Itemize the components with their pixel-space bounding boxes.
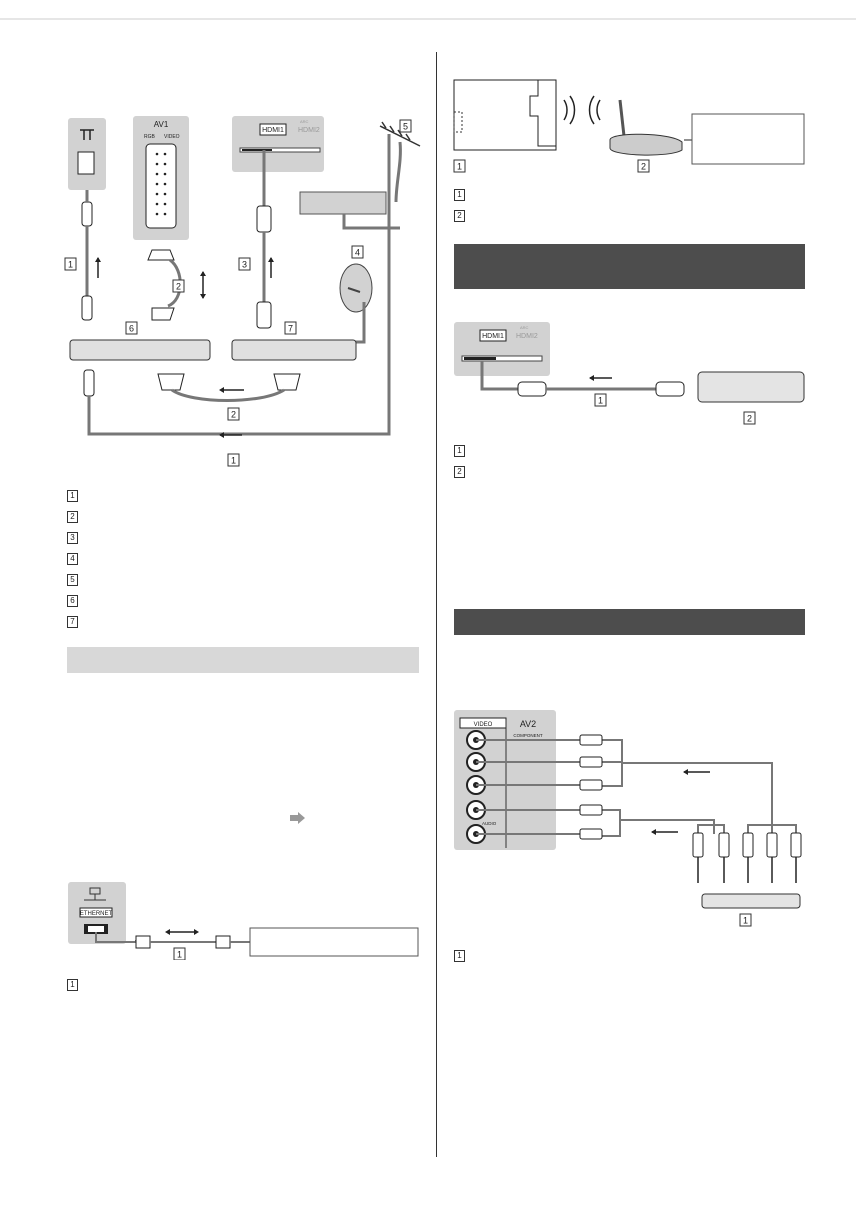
scart-socket [145,143,177,229]
rca-leads [476,739,797,837]
top-rule [0,18,856,20]
satellite-dish-icon [339,263,373,313]
callout-6: 6 [129,324,134,334]
callout-4: 4 [355,248,360,258]
av2-audio-label: AUDIO [482,821,497,826]
wireless-waves-right-icon [588,95,601,125]
av2-legend-1: 1 [454,945,465,962]
callout-7: 7 [288,324,293,334]
hdmi-right-hdmi2: HDMI2 [516,333,538,340]
av2-video-label: VIDEO [474,722,493,728]
left-legend-2: 2 [67,506,78,523]
internet-box [691,113,805,165]
hdmi-panel-right [454,322,550,376]
main-connection-diagram: AV1 RGB VIDEO HDMI1 HDMI2 ARC [64,116,421,467]
av1-title: AV1 [154,120,169,129]
scart-pins [155,152,167,216]
av2-diagram: VIDEO AV2 COMPONENT AUDIO 1 [454,710,802,927]
hdmi-plug-bottom [256,301,272,329]
callout-2b: 2 [231,410,236,420]
hdmi-callout-1: 1 [598,396,603,406]
wireless-legend-1: 1 [454,184,465,201]
ethernet-callout-1: 1 [177,950,182,960]
callout-5: 5 [403,122,408,132]
hdmi-right-arc: ARC [520,325,529,330]
ethernet-device-box [249,927,419,957]
hdmi-callout-2: 2 [747,414,752,424]
wireless-diagram: 2 1 [453,79,805,173]
hdmi-legend-1: 1 [454,440,465,457]
rca-plugs-bottom [692,832,802,858]
av2-callout-1: 1 [743,916,748,926]
hdmi-device [697,371,805,403]
device-placeholder-box [299,191,387,215]
callout-1: 1 [68,260,73,270]
left-legend-1: 1 [67,485,78,502]
settop-box-device [231,339,357,361]
wireless-callout-1: 1 [457,162,462,172]
av2-device [701,893,801,909]
aerial-socket [77,151,95,175]
tv-rear-outline [453,79,557,151]
recorder-aerial-plug [83,369,95,397]
section-bar-hdmi [454,244,805,289]
callout-2: 2 [176,282,181,292]
section-bar-av2 [454,609,805,635]
scart-plug-right [273,373,301,391]
scart-plug-bottom [151,307,175,321]
aerial-plug-bottom [81,295,93,321]
lan-plug-left [135,935,151,949]
av1-rgb: RGB [144,134,156,140]
recorder-device [69,339,211,361]
main-callouts: 1 2 3 4 5 6 7 2 1 [64,119,412,467]
wireless-waves-left-icon [563,95,576,125]
scart-plug-top [147,249,175,261]
wireless-module-marker [453,111,463,133]
callout-1b: 1 [231,456,236,466]
section-bar-network [67,647,419,673]
column-divider [436,52,437,1157]
reference-arrow-icon [290,812,305,824]
aerial-icon [80,129,94,140]
av2-title: AV2 [520,719,536,729]
left-legend-6: 6 [67,590,78,607]
hdmi-plug-top [256,205,272,233]
callout-3: 3 [242,260,247,270]
rca-plugs-left [579,734,603,840]
wireless-router-icon [609,133,683,156]
left-legend-5: 5 [67,569,78,586]
terrestrial-aerial-icon [379,121,421,147]
wireless-legend-2: 2 [454,205,465,222]
hdmi-plug-left [517,381,547,397]
arc-label: ARC [300,119,309,124]
hdmi1-label: HDMI1 [262,127,284,134]
ethernet-legend-1: 1 [67,974,78,991]
hdmi-right-hdmi1: HDMI1 [482,333,504,340]
hdmi-diagram: HDMI1 HDMI2 ARC 1 2 [454,322,805,425]
av2-component-label: COMPONENT [513,733,543,738]
lan-plug-right [215,935,231,949]
hdmi-plug-right [655,381,685,397]
left-legend-4: 4 [67,548,78,565]
network-icon [84,887,106,901]
hdmi2-label: HDMI2 [298,127,320,134]
left-legend-7: 7 [67,611,78,628]
ethernet-label: ETHERNET [80,911,113,917]
av1-video: VIDEO [164,134,180,140]
rca-plug-pins [697,857,797,883]
wireless-callout-2: 2 [641,162,646,172]
left-legend-3: 3 [67,527,78,544]
scart-plug-left [157,373,185,391]
hdmi-legend-2: 2 [454,461,465,478]
ethernet-diagram: ETHERNET 1 [68,882,419,960]
aerial-plug-top [81,201,93,227]
hdmi-panel [232,116,324,172]
